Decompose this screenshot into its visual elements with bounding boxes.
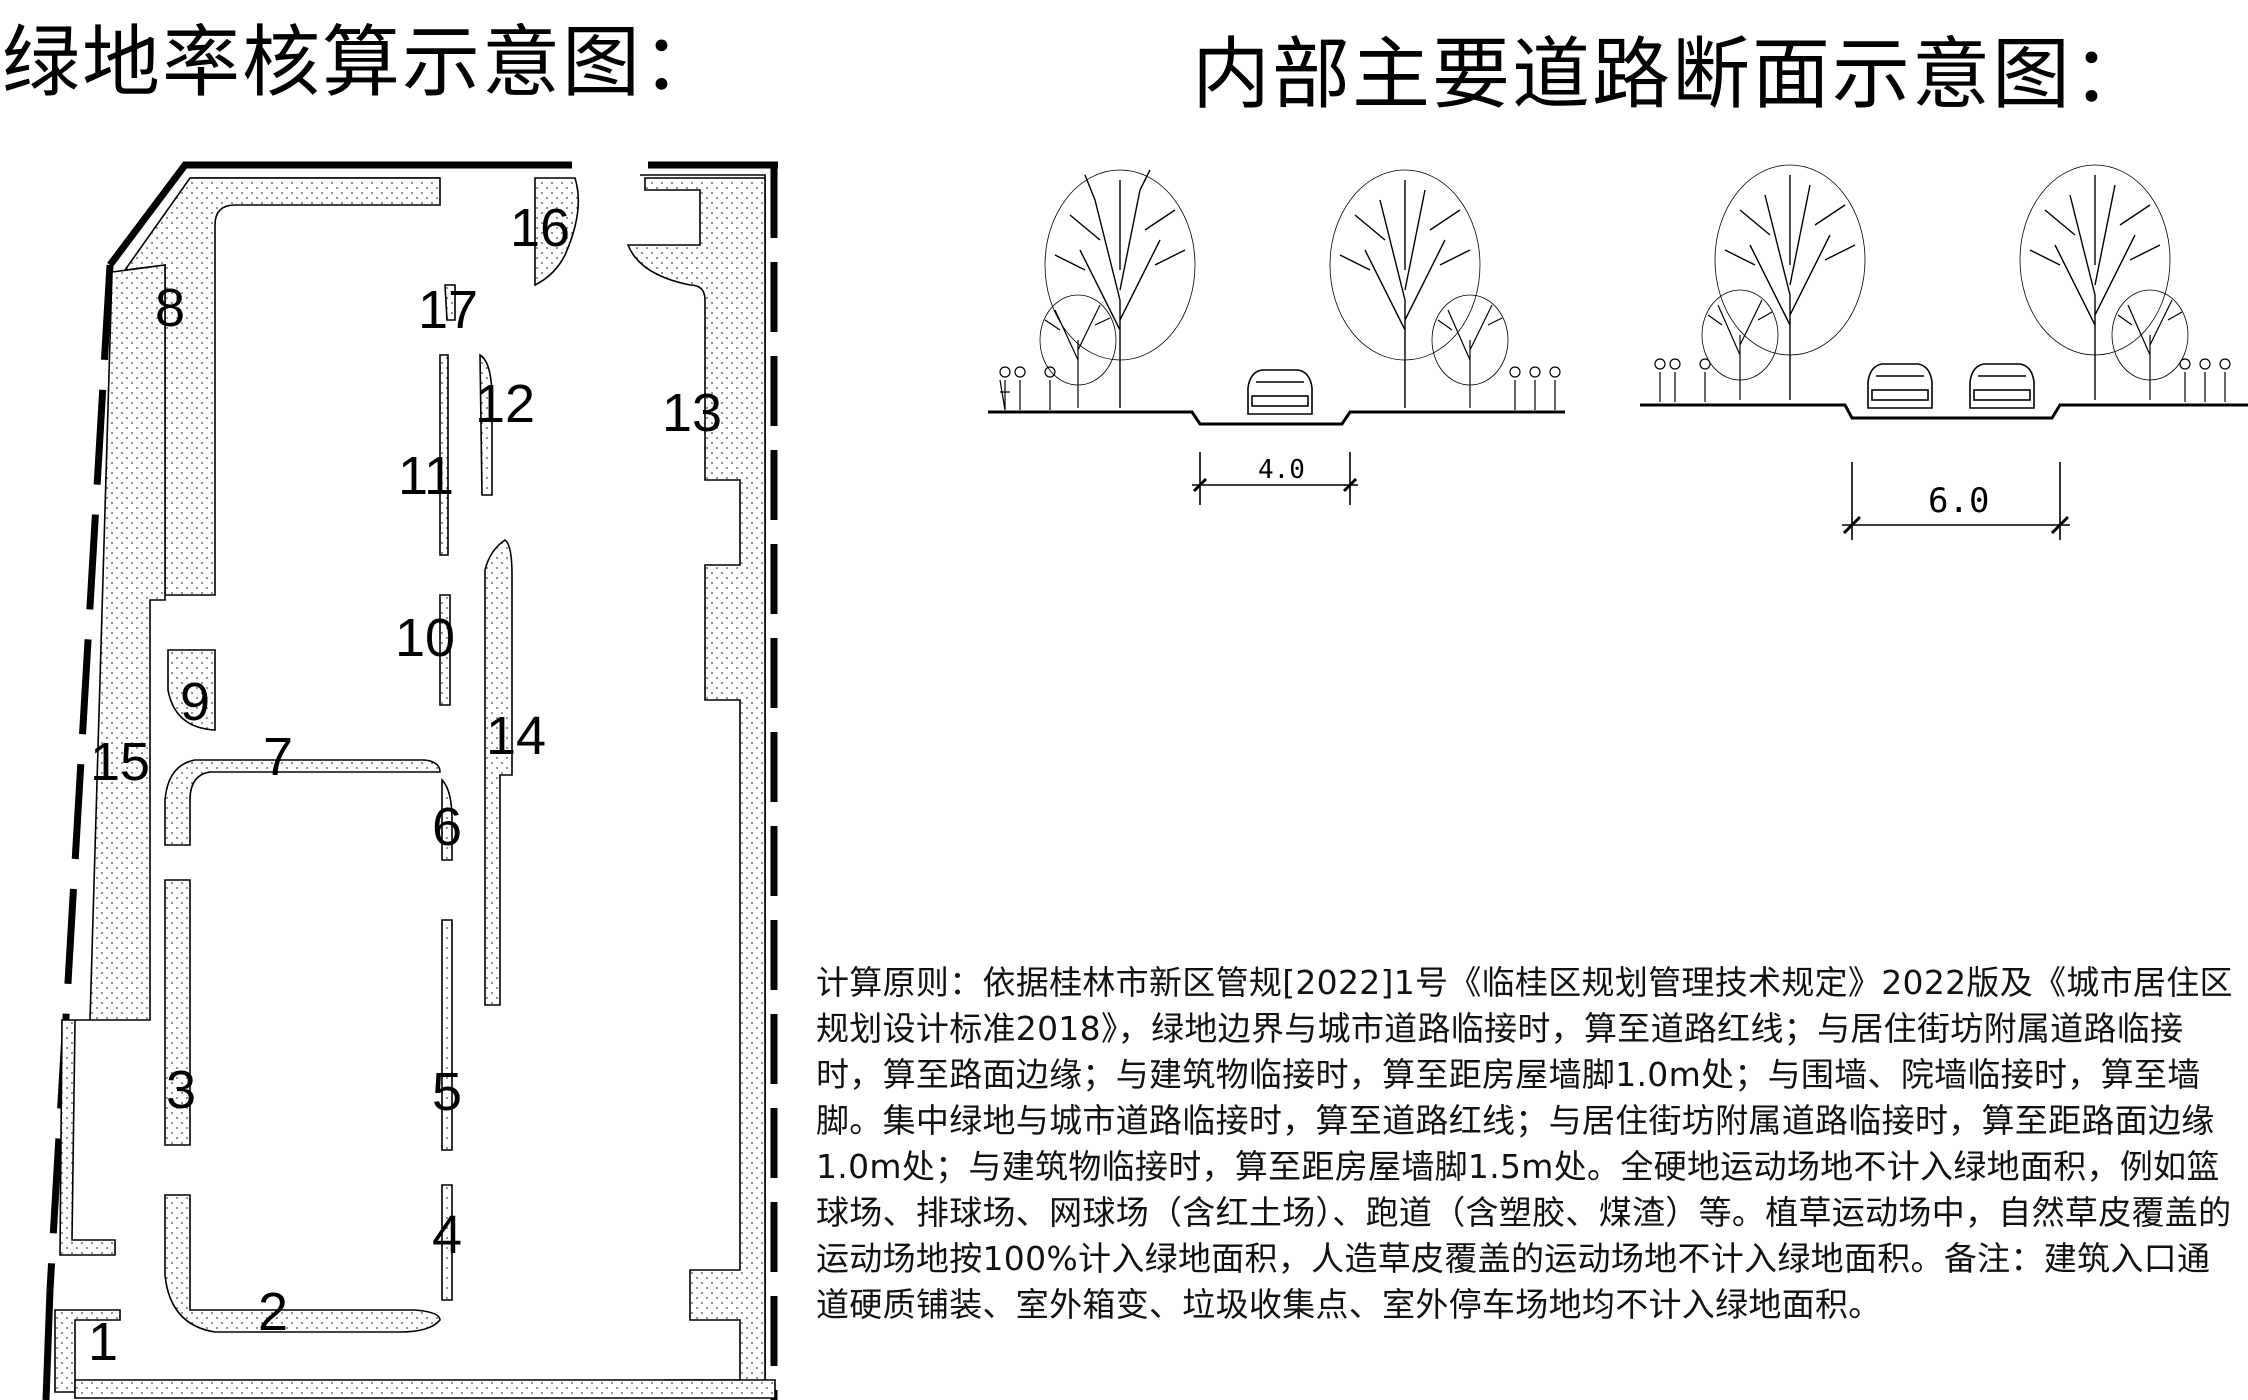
green-area-15 bbox=[59, 264, 166, 1256]
area-label-5: 5 bbox=[432, 1062, 462, 1122]
ground-line bbox=[1640, 403, 2248, 420]
tree-icon bbox=[1431, 294, 1509, 408]
calculation-principles-text: 计算原则：依据桂林市新区管规[2022]1号《临桂区规划管理技术规定》2022版… bbox=[816, 963, 2233, 1324]
green-area-13 bbox=[626, 177, 766, 1396]
area-labels: 1 2 3 4 5 6 7 8 9 10 11 12 13 14 15 16 1… bbox=[88, 198, 722, 1372]
area-label-13: 13 bbox=[662, 383, 722, 443]
tree-icon bbox=[2111, 289, 2189, 400]
dimension-line bbox=[1192, 452, 1358, 505]
title-road-section-diagram: 内部主要道路断面示意图： bbox=[1192, 30, 2153, 120]
green-area-1 bbox=[54, 1309, 121, 1393]
car-icon bbox=[1247, 369, 1313, 415]
green-area-11 bbox=[439, 354, 449, 556]
green-area-2 bbox=[164, 1194, 441, 1333]
pedestrian-icon bbox=[999, 366, 1561, 411]
green-area-5 bbox=[441, 919, 453, 1151]
area-label-15: 15 bbox=[90, 732, 150, 792]
green-area-16 bbox=[534, 177, 580, 287]
area-label-11: 11 bbox=[398, 446, 454, 506]
car-icon bbox=[1969, 363, 2035, 409]
area-label-12: 12 bbox=[475, 374, 535, 434]
green-area-7 bbox=[164, 759, 441, 846]
pedestrian-icon bbox=[1654, 358, 2231, 402]
area-label-6: 6 bbox=[432, 797, 462, 857]
green-areas bbox=[54, 177, 776, 1399]
green-area-4 bbox=[441, 1184, 453, 1301]
road-width-label-4m: 4.0 bbox=[1258, 455, 1305, 485]
area-label-14: 14 bbox=[486, 706, 546, 766]
area-label-7: 7 bbox=[263, 727, 293, 787]
area-label-16: 16 bbox=[510, 198, 570, 258]
green-area-14 bbox=[484, 539, 513, 1006]
area-label-3: 3 bbox=[166, 1060, 196, 1120]
road-section-4m bbox=[988, 169, 1565, 505]
area-label-2: 2 bbox=[258, 1282, 288, 1342]
tree-icon bbox=[1039, 294, 1117, 408]
tree-icon bbox=[1714, 164, 1866, 400]
ground-line bbox=[988, 410, 1565, 426]
green-area-6 bbox=[441, 778, 453, 861]
car-icon bbox=[1867, 363, 1933, 409]
area-label-17: 17 bbox=[418, 280, 478, 340]
area-label-1: 1 bbox=[88, 1312, 118, 1372]
area-label-10: 10 bbox=[395, 608, 455, 668]
area-label-8: 8 bbox=[155, 278, 185, 338]
road-width-label-6m: 6.0 bbox=[1928, 481, 1989, 521]
title-green-ratio-diagram: 绿地率核算示意图： bbox=[2, 18, 723, 108]
green-area-bottom-strip bbox=[74, 1379, 776, 1399]
area-label-9: 9 bbox=[180, 672, 210, 732]
tree-icon bbox=[1044, 169, 1196, 408]
site-plan: 1 2 3 4 5 6 7 8 9 10 11 12 13 14 15 16 1… bbox=[42, 161, 778, 1400]
dimension-line bbox=[1842, 462, 2070, 540]
site-boundary bbox=[42, 161, 778, 1400]
tree-icon bbox=[2019, 164, 2171, 400]
tree-icon bbox=[1329, 169, 1481, 408]
green-area-9 bbox=[167, 649, 216, 731]
green-area-12 bbox=[479, 353, 493, 496]
road-section-6m bbox=[1640, 164, 2248, 540]
green-area-10 bbox=[439, 594, 451, 706]
green-area-17 bbox=[444, 284, 456, 321]
area-label-4: 4 bbox=[432, 1205, 462, 1265]
green-area-3 bbox=[164, 879, 191, 1146]
tree-icon bbox=[1701, 289, 1779, 400]
green-area-8 bbox=[123, 177, 441, 596]
